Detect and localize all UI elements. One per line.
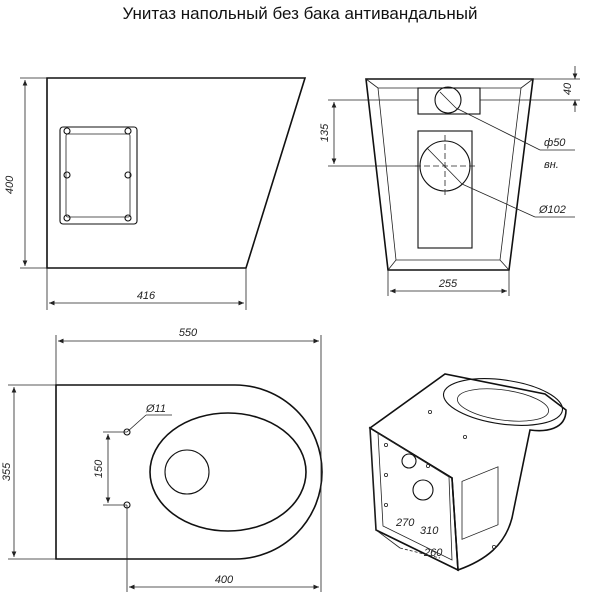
top-spacing-label: 150 <box>93 459 105 478</box>
top-offset-label: 400 <box>215 574 234 586</box>
top-view: 550 355 Ø11 150 400 <box>1 327 323 592</box>
rear-50-label: ф50 <box>544 137 566 149</box>
rear-top-dim-label: 40 <box>562 82 574 95</box>
iso-dim-2: 310 <box>420 525 439 537</box>
top-width-label: 355 <box>1 462 13 481</box>
drawing-title: Унитаз напольный без бака антивандальный <box>122 4 478 23</box>
side-length-label: 416 <box>137 290 156 302</box>
rear-width-label: 255 <box>438 278 458 290</box>
rear-50-note: вн. <box>544 159 559 171</box>
rear-135-label: 135 <box>319 123 331 142</box>
iso-dim-1: 270 <box>395 517 415 529</box>
rear-view: 40 135 ф50 вн. Ø102 255 <box>319 66 580 296</box>
side-height-label: 400 <box>4 175 16 194</box>
top-hole-label: Ø11 <box>145 403 166 415</box>
side-view: 400 416 <box>4 77 307 310</box>
top-length-label: 550 <box>179 327 198 339</box>
isometric-view: 270 310 260 <box>368 373 567 572</box>
iso-dim-3: 260 <box>423 547 443 559</box>
rear-102-label: Ø102 <box>538 204 566 216</box>
